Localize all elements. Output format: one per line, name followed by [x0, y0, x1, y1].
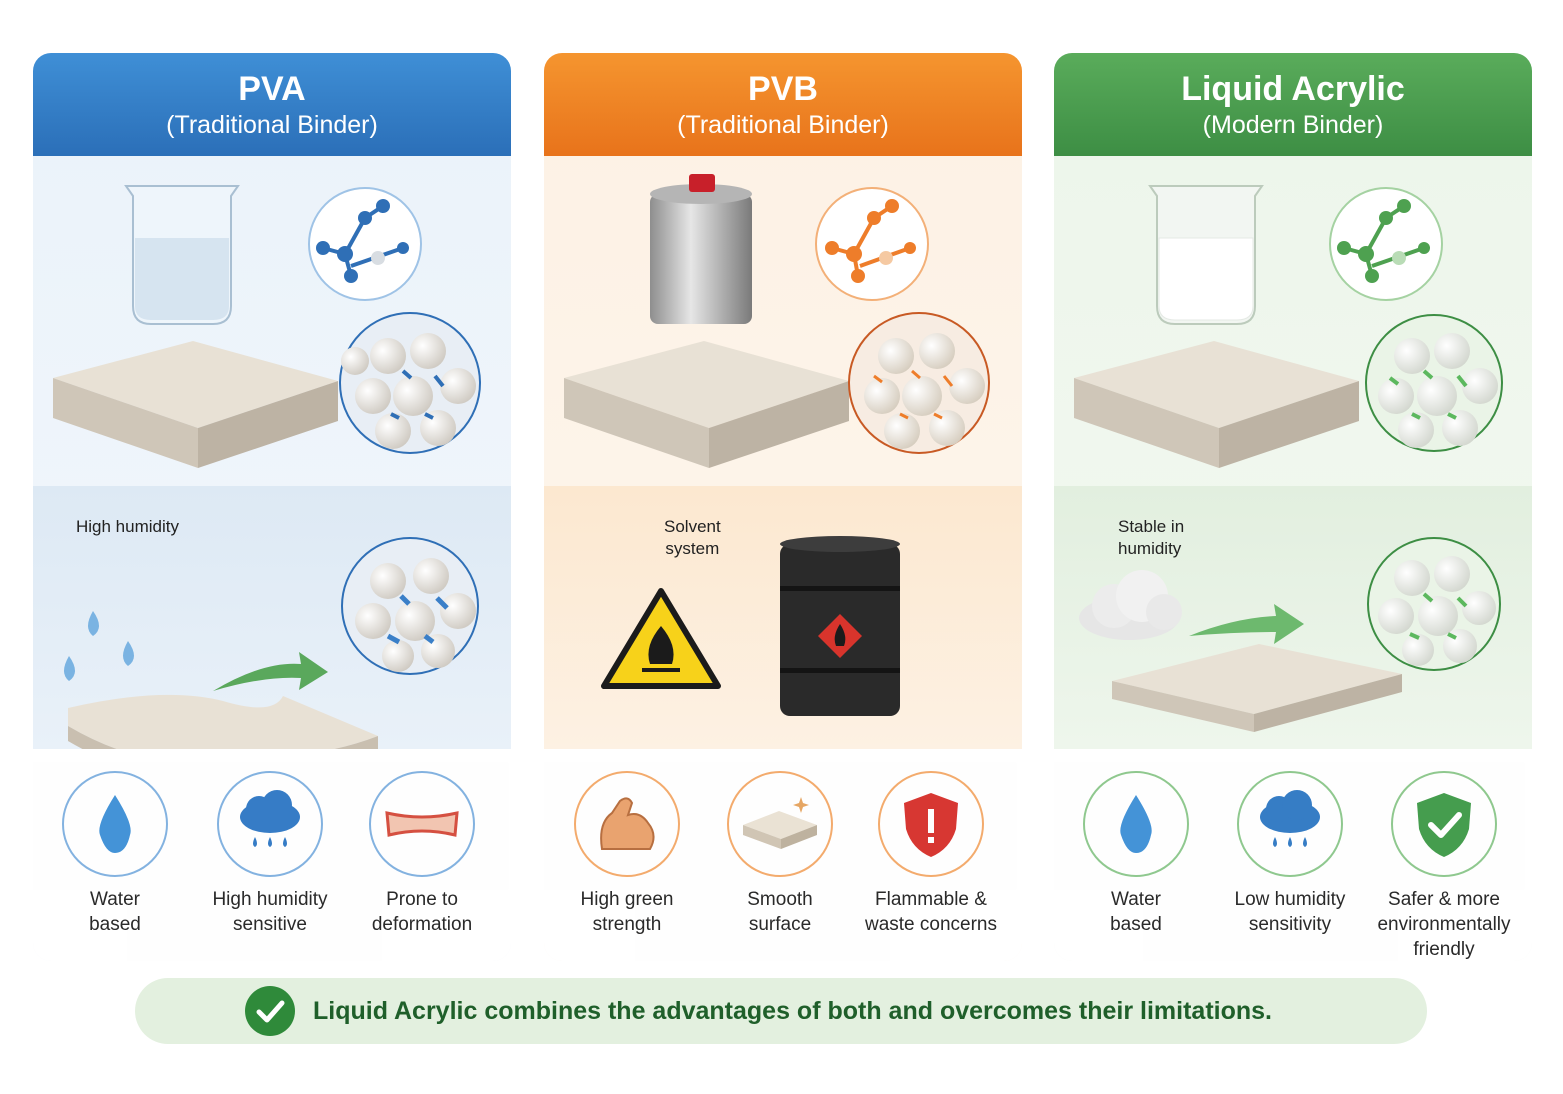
check-shield-icon	[1391, 771, 1497, 877]
pvb-condition-panel: Solvent system	[544, 486, 1022, 749]
check-circle-icon	[245, 986, 295, 1036]
pvb-header: PVB (Traditional Binder)	[544, 53, 1022, 156]
feature-low-humidity: Low humidity sensitivity	[1215, 771, 1365, 937]
feature-flammable: Flammable & waste concerns	[856, 771, 1006, 937]
pva-header: PVA (Traditional Binder)	[33, 53, 511, 156]
microstructure-zoom-icon	[848, 312, 990, 454]
feature-label: High humidity sensitive	[212, 889, 328, 935]
molecule-icon	[815, 187, 929, 301]
acrylic-subtitle: (Modern Binder)	[1202, 110, 1384, 139]
feature-water-based: Water based	[1061, 771, 1211, 937]
pvb-column: PVB (Traditional Binder)	[544, 53, 1022, 961]
feature-label: Water based	[89, 889, 141, 935]
arrow-icon	[213, 652, 328, 691]
beaker-milky-icon	[1148, 185, 1264, 325]
feature-label: Water based	[1110, 889, 1162, 935]
pva-condition-panel: High humidity	[33, 486, 511, 749]
feature-label: Prone to deformation	[371, 889, 473, 935]
flexed-arm-icon	[574, 771, 680, 877]
ceramic-tile-icon	[564, 341, 849, 468]
feature-humidity-sensitive: High humidity sensitive	[195, 771, 345, 937]
pva-material-panel	[33, 156, 511, 486]
water-drop-icon	[1083, 771, 1189, 877]
cloud-icon	[1079, 570, 1182, 640]
pvb-condition-label: Solvent system	[664, 517, 721, 558]
swollen-microstructure-icon	[341, 537, 479, 675]
water-drops-icon	[64, 611, 134, 681]
molecule-icon	[1329, 187, 1443, 301]
warped-tile-icon	[68, 694, 378, 749]
deformed-sheet-icon	[369, 771, 475, 877]
feature-label: Smooth surface	[747, 889, 813, 935]
flammable-warning-icon	[601, 588, 721, 689]
rain-cloud-icon	[1237, 771, 1343, 877]
acrylic-header: Liquid Acrylic (Modern Binder)	[1054, 53, 1532, 156]
warning-shield-icon	[878, 771, 984, 877]
acrylic-features: Water based Low humidity sensitivity Saf…	[1054, 749, 1532, 961]
acrylic-material-panel	[1054, 156, 1532, 486]
smooth-tile-icon	[727, 771, 833, 877]
acrylic-column: Liquid Acrylic (Modern Binder)	[1054, 53, 1532, 961]
conclusion-banner: Liquid Acrylic combines the advantages o…	[135, 978, 1427, 1044]
pva-column: PVA (Traditional Binder)	[33, 53, 511, 961]
acrylic-condition-panel: Stable in humidity	[1054, 486, 1532, 749]
microstructure-zoom-icon	[339, 312, 481, 454]
feature-label: High green strength	[580, 889, 674, 935]
rain-cloud-icon	[217, 771, 323, 877]
feature-label: Safer & more environmentally friendly	[1377, 889, 1511, 960]
acrylic-title: Liquid Acrylic	[1181, 69, 1405, 108]
feature-deformation: Prone to deformation	[347, 771, 497, 937]
feature-eco-friendly: Safer & more environmentally friendly	[1369, 771, 1519, 961]
feature-green-strength: High green strength	[552, 771, 702, 937]
microstructure-zoom-icon	[1365, 314, 1503, 452]
ceramic-tile-icon	[53, 341, 338, 468]
pvb-title: PVB	[748, 69, 818, 108]
oil-barrel-icon	[780, 536, 900, 716]
pva-features: Water based High humidity sensitive Pron…	[33, 749, 511, 961]
water-drop-icon	[62, 771, 168, 877]
molecule-icon	[308, 187, 422, 301]
pvb-material-panel	[544, 156, 1022, 486]
stable-microstructure-icon	[1367, 537, 1501, 671]
pvb-subtitle: (Traditional Binder)	[677, 110, 889, 139]
pva-condition-label: High humidity	[76, 517, 179, 536]
feature-label: Low humidity sensitivity	[1234, 889, 1346, 935]
pva-subtitle: (Traditional Binder)	[166, 110, 378, 139]
feature-water-based: Water based	[40, 771, 190, 937]
conclusion-text: Liquid Acrylic combines the advantages o…	[313, 996, 1272, 1025]
flat-tile-icon	[1112, 644, 1402, 732]
solvent-can-icon	[650, 174, 752, 324]
pvb-features: High green strength Smooth surface Flamm…	[544, 749, 1022, 961]
ceramic-tile-icon	[1074, 341, 1359, 468]
beaker-icon	[124, 185, 240, 325]
feature-label: Flammable & waste concerns	[864, 889, 997, 935]
pva-title: PVA	[238, 69, 306, 108]
feature-smooth-surface: Smooth surface	[705, 771, 855, 937]
arrow-icon	[1189, 604, 1304, 644]
acrylic-condition-label: Stable in humidity	[1118, 517, 1185, 558]
